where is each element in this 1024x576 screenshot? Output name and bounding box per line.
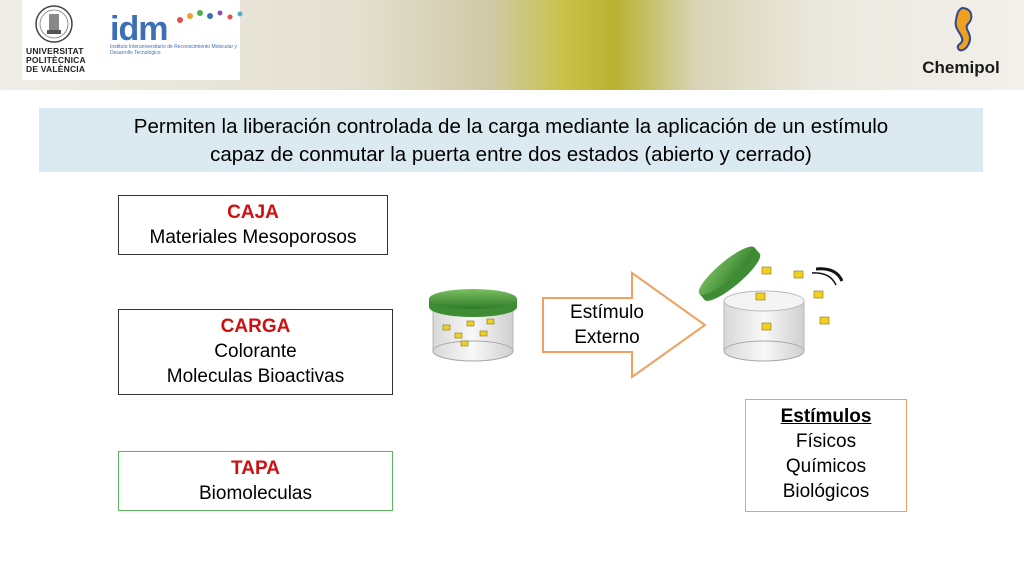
stimulus-arrow-icon <box>542 271 707 379</box>
estimulos-fisicos: Físicos <box>795 431 857 452</box>
intro-banner: Permiten la liberación controlada de la … <box>39 108 983 172</box>
estimulos-biologicos: Biológicos <box>782 481 870 502</box>
open-jar-icon <box>698 246 844 362</box>
box-caja: CAJA Materiales Mesoporosos <box>118 195 388 255</box>
caja-title: CAJA <box>227 202 279 223</box>
idm-logo: idm <box>110 10 168 48</box>
box-carga: CARGA Colorante Moleculas Bioactivas <box>118 309 393 395</box>
institution-logos: UNIVERSITAT POLITÈCNICA DE VALÈNCIA idm … <box>22 0 243 80</box>
box-tapa: TAPA Biomoleculas <box>118 451 393 511</box>
estimulos-title: Estímulos <box>780 406 872 427</box>
idm-dots-icon <box>177 10 243 23</box>
banner-line-2: capaz de conmutar la puerta entre dos es… <box>210 143 812 166</box>
upv-crest-icon <box>35 5 73 43</box>
box-estimulos: Estímulos Físicos Químicos Biológicos <box>745 399 907 512</box>
tapa-text: Biomoleculas <box>199 483 312 504</box>
upv-line-1: UNIVERSITAT <box>26 46 84 56</box>
upv-name: UNIVERSITAT POLITÈCNICA DE VALÈNCIA <box>26 47 86 74</box>
arrow-line-2: Externo <box>574 327 640 348</box>
chemipol-logo: Chemipol <box>918 4 1004 84</box>
carga-title: CARGA <box>220 316 291 337</box>
arrow-label: Estímulo Externo <box>555 300 659 350</box>
upv-line-2: POLITÈCNICA <box>26 55 86 65</box>
seahorse-icon <box>954 6 973 52</box>
chemipol-name: Chemipol <box>922 58 1000 77</box>
closed-jar-icon <box>429 289 517 362</box>
idm-subtitle: Instituto Interuniversitario de Reconoci… <box>110 44 238 56</box>
estimulos-quimicos: Químicos <box>785 456 867 477</box>
caja-text: Materiales Mesoporosos <box>149 227 357 248</box>
upv-line-3: DE VALÈNCIA <box>26 64 86 74</box>
arrow-line-1: Estímulo <box>570 302 644 323</box>
tapa-title: TAPA <box>231 458 280 479</box>
carga-text-1: Colorante <box>214 341 297 362</box>
header-banner: UNIVERSITAT POLITÈCNICA DE VALÈNCIA idm … <box>0 0 1024 90</box>
banner-line-1: Permiten la liberación controlada de la … <box>133 115 889 138</box>
carga-text-2: Moleculas Bioactivas <box>166 366 345 387</box>
